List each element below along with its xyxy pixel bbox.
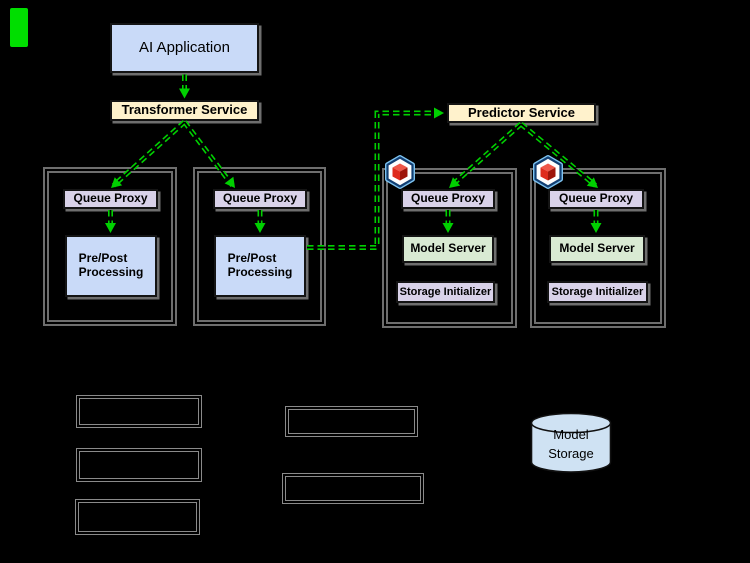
transformer-service-label: Transformer Service (121, 102, 248, 118)
green-marker (10, 8, 28, 47)
predictor-pod-2-container (530, 168, 666, 328)
transformer-service-node: Transformer Service (110, 100, 259, 121)
model-server-node-1: Model Server (402, 235, 494, 263)
model-storage-line2: Storage (548, 446, 594, 461)
transformer-pod-1-container (43, 167, 177, 326)
ai-application-node: AI Application (110, 23, 259, 73)
model-storage-cylinder (530, 412, 612, 473)
prepost-line1: Pre/Post (227, 251, 277, 266)
storage-initializer-node-2: Storage Initializer (547, 281, 648, 303)
ai-application-label: AI Application (139, 39, 230, 57)
legend-box-2 (76, 448, 202, 482)
prepost-processing-node-2: Pre/Post Processing (214, 235, 306, 297)
prepost-processing-label: Pre/Post Processing (78, 251, 144, 280)
model-server-label: Model Server (410, 241, 486, 256)
prepost-line2: Processing (78, 265, 144, 279)
model-storage-line1: Model (553, 427, 589, 442)
prepost-line1: Pre/Post (78, 251, 128, 266)
legend-box-3 (75, 499, 200, 535)
predictor-service-node: Predictor Service (447, 103, 596, 123)
storage-initializer-label: Storage Initializer (551, 285, 644, 298)
queue-proxy-label: Queue Proxy (222, 191, 298, 206)
legend-box-1 (76, 395, 202, 428)
model-server-label: Model Server (559, 241, 635, 256)
queue-proxy-label: Queue Proxy (73, 191, 148, 206)
queue-proxy-label: Queue Proxy (558, 191, 634, 206)
model-server-node-2: Model Server (549, 235, 645, 263)
prepost-processing-label: Pre/Post Processing (227, 251, 293, 280)
legend-box-4 (285, 406, 418, 437)
prepost-processing-node-1: Pre/Post Processing (65, 235, 157, 297)
queue-proxy-node-2: Queue Proxy (213, 189, 307, 209)
legend-box-5 (282, 473, 424, 504)
storage-initializer-node-1: Storage Initializer (396, 281, 495, 303)
queue-proxy-node-1: Queue Proxy (63, 189, 158, 209)
queue-proxy-label: Queue Proxy (410, 191, 486, 206)
model-storage-label: Model Storage (530, 424, 612, 464)
queue-proxy-node-4: Queue Proxy (548, 189, 644, 209)
storage-initializer-label: Storage Initializer (399, 285, 492, 298)
prepost-line2: Processing (227, 265, 293, 279)
queue-proxy-node-3: Queue Proxy (401, 189, 495, 209)
predictor-service-label: Predictor Service (468, 104, 575, 120)
